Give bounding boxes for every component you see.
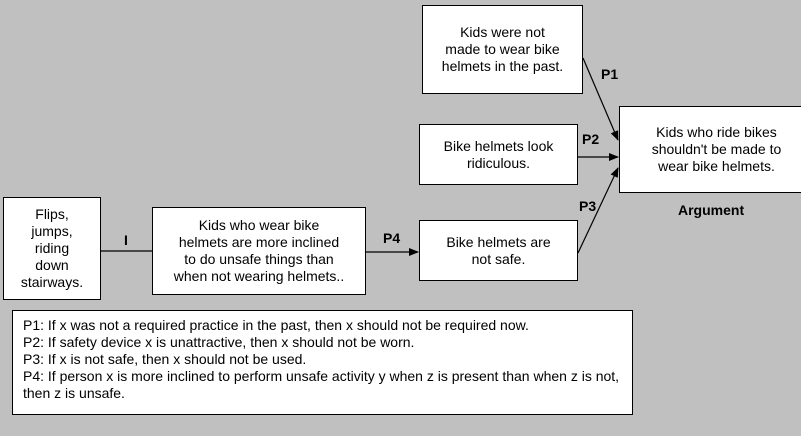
premise-past-box: Kids were not made to wear bike helmets …	[422, 5, 583, 94]
premise-past-text: Kids were not made to wear bike helmets …	[441, 24, 564, 74]
inclined-text: Kids who wear bike helmets are more incl…	[173, 217, 345, 284]
p4-label: P4	[383, 230, 401, 246]
p3-arrow	[577, 167, 619, 254]
conclusion-box: Kids who ride bikes shouldn't be made to…	[619, 106, 801, 193]
legend-line-p1: P1: If x was not a required practice in …	[23, 317, 529, 333]
argument-label: Argument	[678, 202, 745, 218]
p1-arrow	[582, 57, 619, 141]
p2-label: P2	[582, 131, 600, 147]
p3-label: P3	[579, 198, 597, 214]
legend-line-p3: P3: If x is not safe, then x should not …	[23, 351, 307, 367]
premise-ridiculous-text: Bike helmets look ridiculous.	[443, 137, 554, 171]
premise-legend: P1: If x was not a required practice in …	[12, 310, 633, 415]
notsafe-box: Bike helmets are not safe.	[419, 220, 578, 281]
inclined-box: Kids who wear bike helmets are more incl…	[152, 207, 366, 295]
premise-ridiculous-box: Bike helmets look ridiculous.	[419, 124, 578, 185]
legend-line-p2: P2: If safety device x is unattractive, …	[23, 334, 415, 350]
i-label: I	[124, 232, 128, 248]
p1-label: P1	[601, 66, 619, 82]
legend-line-p4: P4: If person x is more inclined to perf…	[23, 368, 620, 401]
notsafe-text: Bike helmets are not safe.	[446, 233, 551, 267]
flips-text: Flips, jumps, riding down stairways.	[20, 206, 84, 290]
flips-box: Flips, jumps, riding down stairways.	[3, 197, 101, 300]
conclusion-text: Kids who ride bikes shouldn't be made to…	[651, 124, 782, 174]
